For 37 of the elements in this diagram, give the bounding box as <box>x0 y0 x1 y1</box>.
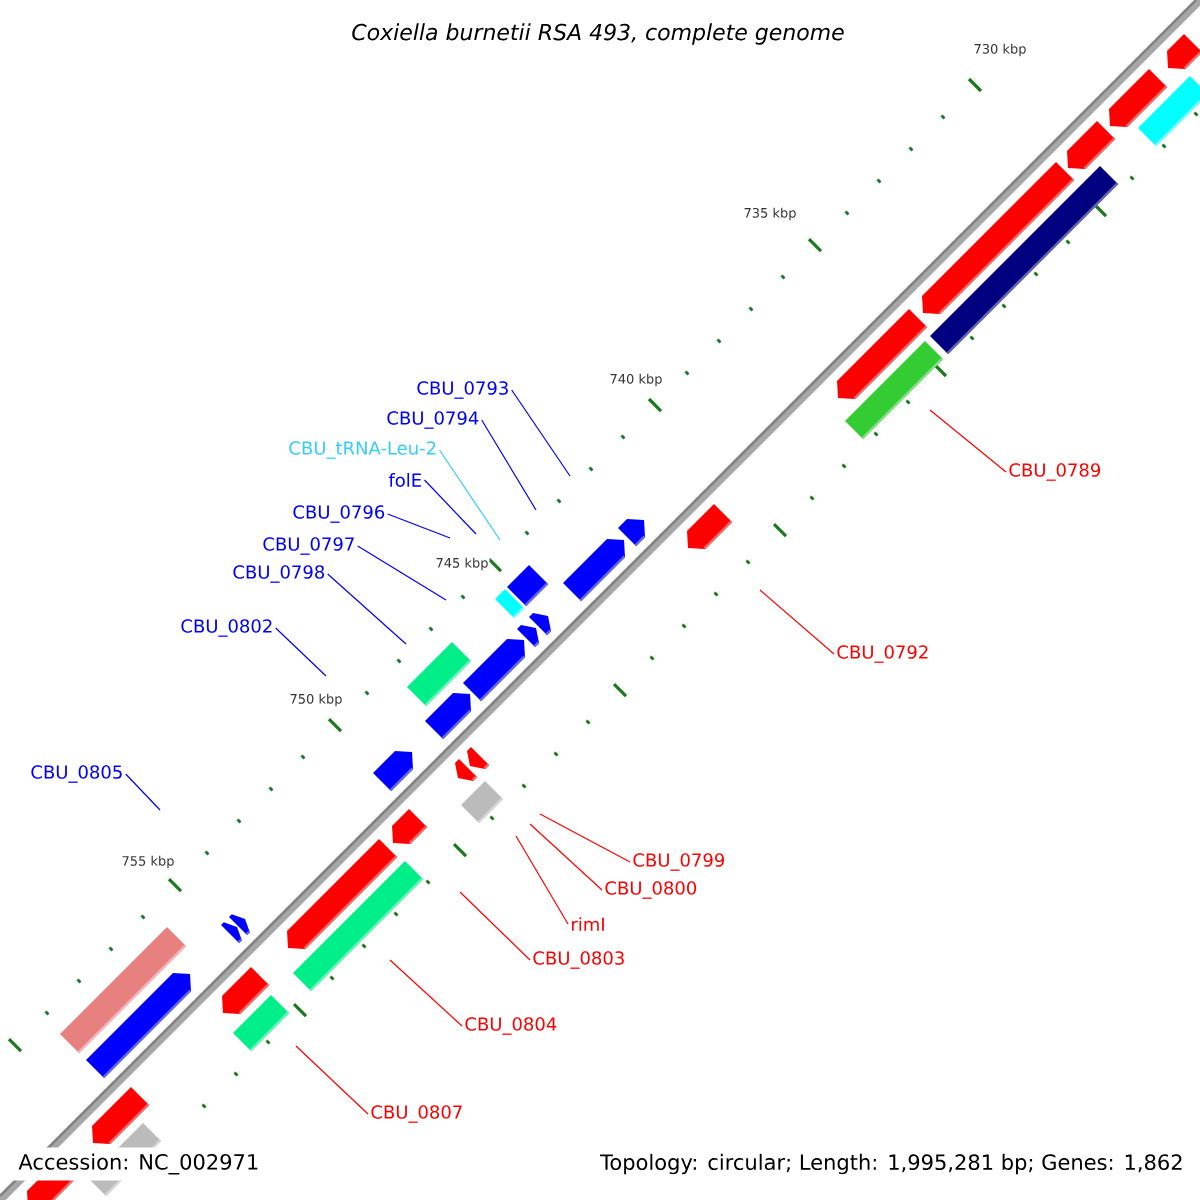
gene-label: CBU_0794 <box>387 411 479 429</box>
leader-line <box>357 545 447 601</box>
gene-label: CBU_0807 <box>371 1105 462 1123</box>
gene-label: CBU_0797 <box>263 537 354 555</box>
gene-label: CBU_0798 <box>233 565 325 583</box>
leader-line <box>515 835 569 925</box>
title: Coxiella burnetii RSA 493, complete genome <box>352 23 844 45</box>
leader-line <box>438 449 501 541</box>
gene-label: CBU_0789 <box>1009 463 1101 481</box>
leader-line <box>275 627 327 677</box>
leader-line <box>539 813 631 863</box>
leader-line <box>423 479 477 535</box>
leader-line <box>295 1045 369 1115</box>
gene-label: CBU_0792 <box>837 645 928 663</box>
gene-label: CBU_0799 <box>633 853 725 871</box>
leader-line <box>125 773 161 811</box>
leader-line <box>389 959 463 1027</box>
gene-label: folE <box>388 473 421 487</box>
leader-line <box>759 589 835 655</box>
leader-line <box>511 389 571 477</box>
gene-label: rimI <box>572 917 604 931</box>
leader-line <box>929 409 1007 473</box>
gene-label: CBU_0796 <box>293 505 385 523</box>
leader-line <box>387 513 451 539</box>
leader-line <box>481 419 537 511</box>
leader-line <box>459 891 531 961</box>
leader-line <box>529 823 603 891</box>
genome-info-label: Topology: circular; Length: 1,995,281 bp; Genes: 1,862 <box>600 1153 1182 1175</box>
gene-label: CBU_0805 <box>31 765 122 783</box>
leader-line <box>327 573 407 645</box>
gene-label: CBU_0803 <box>533 951 624 969</box>
gene-label: CBU_0802 <box>181 619 272 637</box>
gene-label: CBU_0793 <box>417 381 508 399</box>
gene-label: CBU_0800 <box>605 881 697 899</box>
gene-label: CBU_0804 <box>465 1017 557 1035</box>
gene-label: CBU_tRNA-Leu-2 <box>289 441 436 459</box>
accession-label: Accession: NC_002971 <box>12 1147 266 1181</box>
